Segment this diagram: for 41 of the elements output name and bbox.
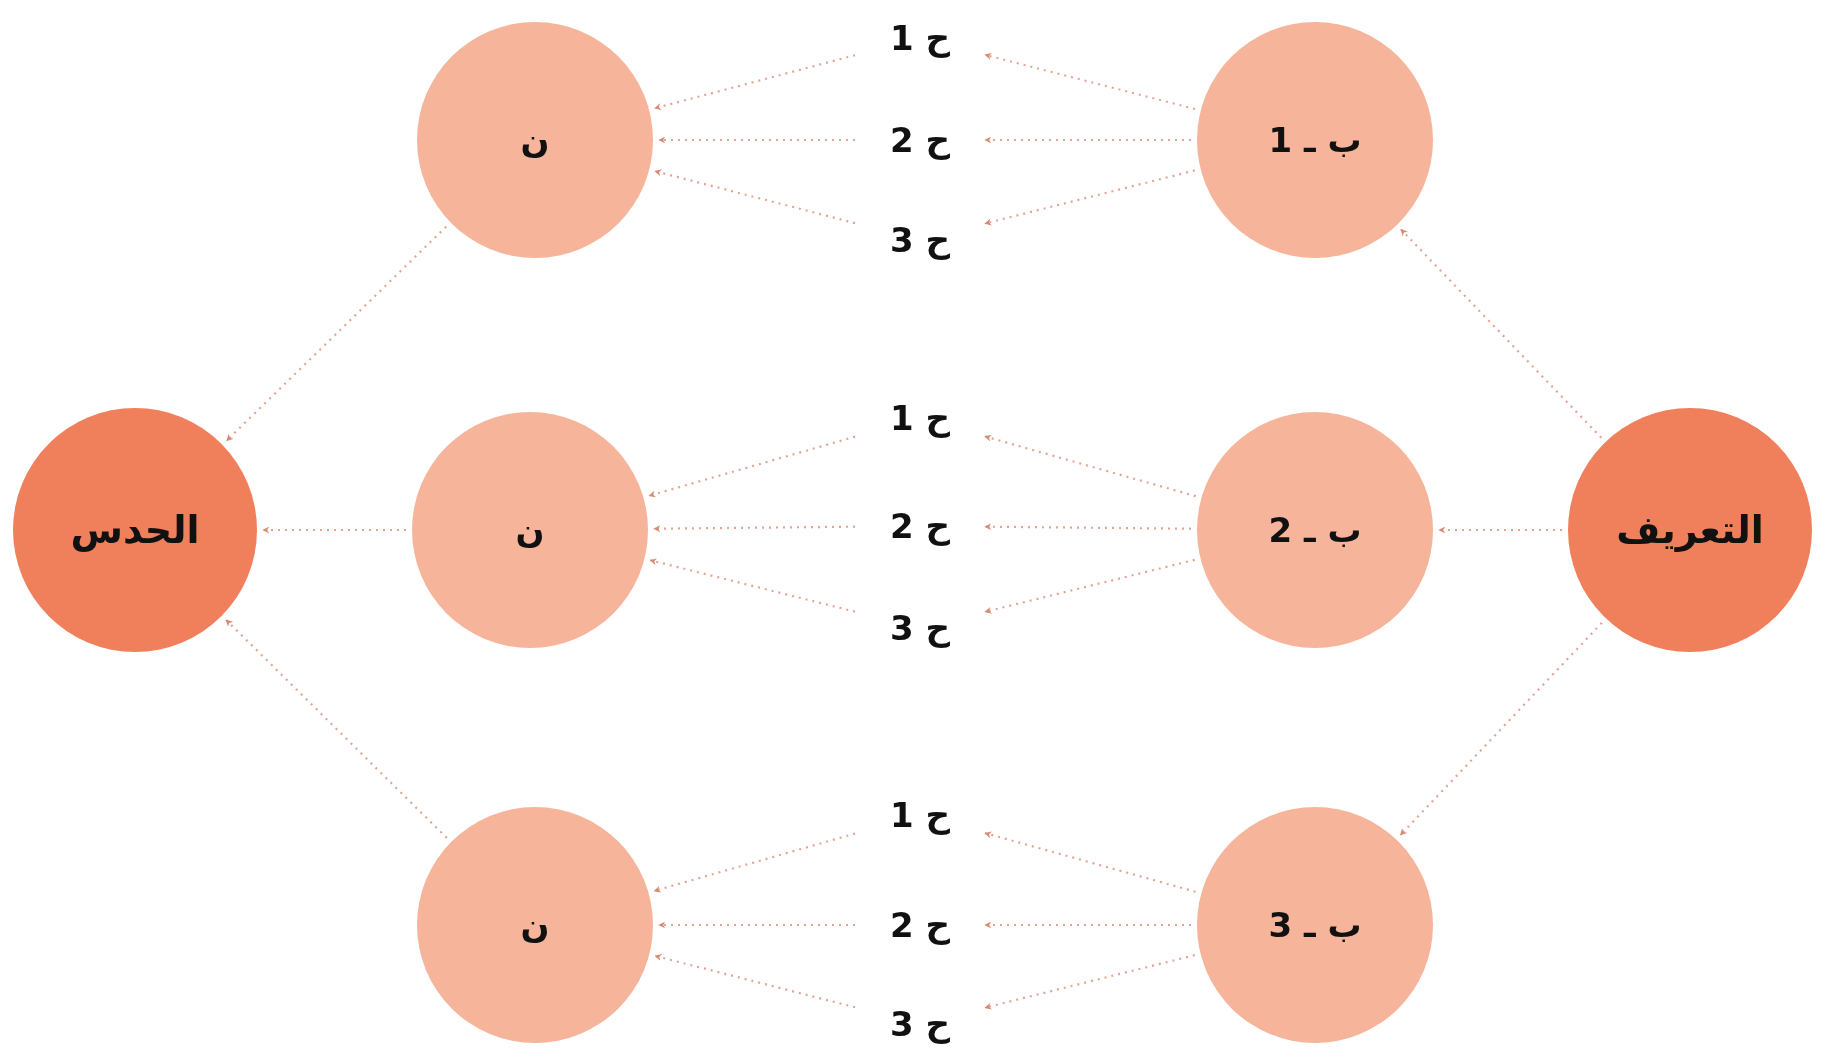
arrow bbox=[653, 525, 855, 533]
arrow bbox=[984, 558, 1195, 614]
node-label: ب ـ 3 bbox=[1268, 905, 1362, 945]
node-label: ن bbox=[520, 905, 550, 945]
arrow bbox=[648, 435, 856, 498]
arrow bbox=[1438, 526, 1562, 534]
branch-label: ح 2 bbox=[890, 905, 950, 945]
branch-label: ح 2 bbox=[890, 506, 950, 546]
arrow bbox=[984, 136, 1191, 144]
arrow bbox=[654, 954, 856, 1009]
arrow bbox=[654, 169, 856, 225]
arrow bbox=[225, 225, 447, 442]
branch-label: ح 1 bbox=[890, 398, 950, 438]
arrow bbox=[658, 136, 855, 144]
arrow bbox=[1400, 228, 1603, 439]
arrow bbox=[984, 169, 1196, 226]
branch-label: ح 1 bbox=[890, 18, 950, 58]
node-label: ب ـ 2 bbox=[1268, 510, 1362, 550]
node-label: الحدس bbox=[70, 508, 200, 552]
node-label: ب ـ 1 bbox=[1268, 120, 1362, 160]
arrow bbox=[649, 558, 856, 613]
arrow bbox=[984, 954, 1195, 1010]
arrow bbox=[225, 619, 448, 839]
branch-label: ح 3 bbox=[890, 1004, 950, 1044]
arrow bbox=[984, 921, 1191, 929]
node-label: ن bbox=[515, 510, 545, 550]
arrow bbox=[653, 832, 856, 893]
arrow bbox=[658, 921, 855, 929]
arrow bbox=[654, 54, 856, 110]
branch-label: ح 1 bbox=[890, 795, 950, 835]
branch-label: ح 3 bbox=[890, 608, 950, 648]
branch-label: ح 3 bbox=[890, 220, 950, 260]
arrow bbox=[262, 526, 406, 534]
node-label: ن bbox=[520, 120, 550, 160]
arrow bbox=[1399, 622, 1603, 836]
node-label: التعريف bbox=[1616, 508, 1764, 552]
arrow bbox=[984, 523, 1192, 531]
arrow bbox=[984, 831, 1196, 893]
arrow bbox=[984, 52, 1196, 111]
branch-label: ح 2 bbox=[890, 120, 950, 160]
arrow bbox=[984, 434, 1196, 498]
